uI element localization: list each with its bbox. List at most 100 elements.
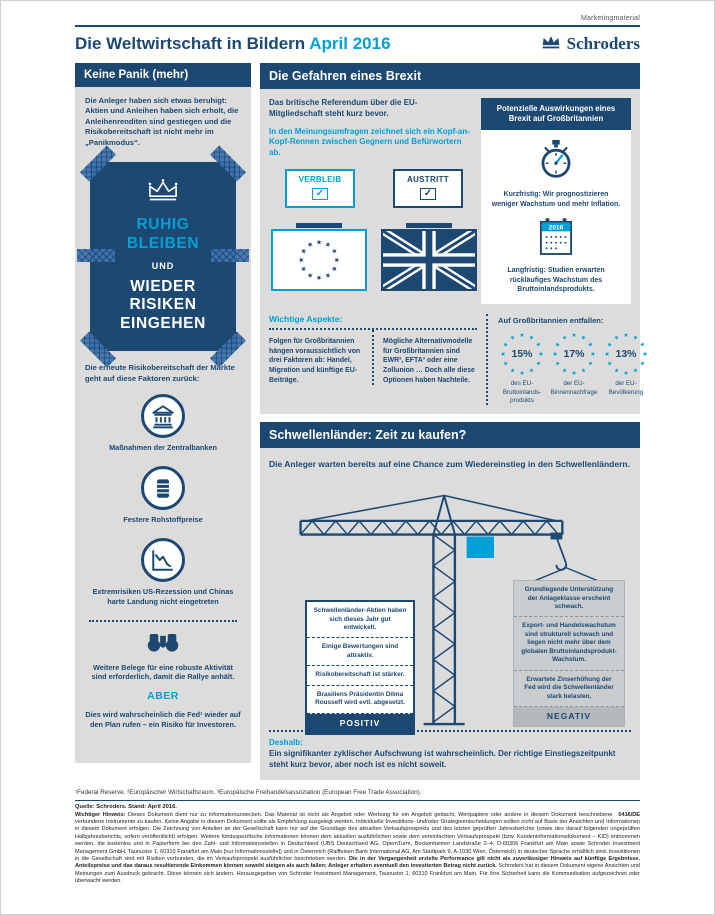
eu-stars-icon: ★★★★★★★★★★★★ [501,333,543,376]
brexit-panel: Das britische Referendum über die EU-Mit… [260,89,647,414]
factor-label: Maßnahmen der Zentralbanken [109,443,217,453]
negative-item: Export- und Handelswachstum sind struktu… [514,617,624,671]
brexit-intro-1: Das britische Referendum über die EU-Mit… [269,98,418,118]
crane-icon [299,494,600,726]
eu-ballot-box: ★★★★★★★★★★★★ [271,228,367,291]
check-icon: ✓ [420,187,436,200]
fed-risk-text: Dies wird wahrscheinlich die Fed¹ wieder… [85,710,241,730]
commodities-icon [141,466,185,511]
conclusion-text: Ein signifikanter zyklischer Aufschwung … [269,749,616,769]
stat-gdp: ★★★★★★★★★★★★ 15% des EU-Bruttoinlands­pr… [498,332,546,404]
uk-ballot-box [381,228,477,291]
page-title-main: Die Weltwirtschaft in Bildern [75,34,306,53]
ballot-slot [406,222,452,228]
eu-stars-icon: ★★★★★★★★★★★★ [605,333,647,376]
negativ-sign: Grundlegende Unterstützung der Anlagekla… [513,580,625,728]
disclaimer-text: Schroders hat in diesem Dokument eigene … [75,863,641,885]
aspect-alternatives: Mögliche Alternativmodelle für Großbrita… [383,338,475,384]
eu-stars-icon: ★★★★★★★★★★★★ [298,239,340,281]
ballot-leave-label: AUSTRITT [407,174,449,184]
impact-panel-header: Potenzielle Auswirkungen eines Brexit au… [481,98,631,131]
stat-label: der EU-Bevölkerung [608,380,644,396]
aspect-factors: Folgen für Großbritannien hängen vorauss… [269,330,374,386]
section-brexit: Die Gefahren eines Brexit Das britische … [260,63,647,414]
negative-item: Erwartete Zinserhöhung der Fed wird die … [514,671,624,708]
footnotes: ¹Federal Reserve. ²Europäischer Wirtscha… [75,788,422,796]
divider [89,619,237,622]
aber-label: ABER [147,690,179,703]
schroders-logo: Schroders [540,34,640,54]
section-emerging-markets: Schwellenländer: Zeit zu kaufen? Die Anl… [260,421,640,780]
crane-illustration: Schwellenländer-Aktien haben sich dieses… [269,474,631,735]
factor-tail-risks: Extremrisiken US-Rezession und Chinas ha… [85,537,241,607]
source-line: Quelle: Schroders. Stand: April 2016. [75,803,177,810]
keine-panik-header: Keine Panik (mehr) [75,63,251,87]
crown-icon [98,178,228,208]
central-bank-icon [141,394,185,439]
negativ-label: NEGATIV [514,707,624,727]
panic-intro-text: Die Anleger haben sich etwas beruhigt: A… [85,96,239,147]
disclaimer-bold: Die in der Vergangenheit erzielte Perfor… [75,855,640,870]
ballot-illustration: VERBLEIB ✓ AUSTRITT ✓ [269,168,481,293]
tape-icon [79,145,117,182]
disclaimer-label: Wichtiger Hinweis: [75,811,126,818]
marketing-label: Marketingmaterial [580,15,640,22]
keine-panik-panel: Die Anleger haben sich etwas beruhigt: A… [75,87,251,763]
footer-rule [75,799,640,801]
positive-item: Einige Bewertungen sind attraktiv. [307,638,413,667]
eu-stars-icon: ★★★★★★★★★★★★ [553,333,595,376]
positive-item: Brasiliens Präsidentin Dilma Rousseff wi… [307,686,413,714]
emerging-header: Schwellenländer: Zeit zu kaufen? [260,421,640,448]
positive-item: Schwellenländer-Aktien haben sich dieses… [307,602,413,639]
stopwatch-icon [539,140,573,184]
poster-connector: UND [151,260,175,271]
poster-line: WIEDER [130,277,196,295]
stat-demand: ★★★★★★★★★★★★ 17% der EU-Binnennachfrage [550,332,598,404]
factor-commodities: Festere Rohstoffpreise [85,466,241,525]
outlook-text: Weitere Belege für eine robuste Aktivitä… [91,662,235,682]
disclaimer: 0416/DE Wichtiger Hinweis: Dieses Dokume… [75,812,640,886]
poster-line: BLEIBEN [126,234,200,252]
page-title: Die Weltwirtschaft in Bildern April 2016 [75,34,391,54]
negative-item: Grundlegende Unterstützung der Anlagekla… [514,581,624,618]
factor-label: Festere Rohstoffpreise [123,515,203,525]
check-icon: ✓ [312,187,328,200]
uk-share-stats: Auf Großbritannien entfallen: ★★★★★★★★★★… [486,314,650,405]
section-keine-panik: Keine Panik (mehr) Die Anleger haben sic… [75,63,251,763]
poster-line: RISIKEN [129,296,197,314]
footer: ¹Federal Reserve. ²Europäischer Wirtscha… [75,789,640,886]
aspects-title: Wichtige Aspekte: [269,314,477,331]
tape-icon [209,145,247,182]
factors-intro: Die erneute Risikobereitschaft der Märkt… [85,363,235,383]
impact-short-term: Kurzfristig: Wir prognostizieren weniger… [491,191,621,208]
ballot-slot [296,222,342,228]
factor-central-banks: Maßnahmen der Zentralbanken [85,394,241,453]
svg-text:2016: 2016 [549,225,564,232]
crown-icon [540,34,562,54]
stat-label: der EU-Binnennachfrage [550,380,598,396]
stat-label: des EU-Bruttoinlands­produkts [502,380,542,404]
ballot-remain: VERBLEIB ✓ [285,168,355,208]
positive-item: Risikobereitschaft ist stärker. [307,666,413,686]
brexit-header: Die Gefahren eines Brexit [260,63,640,89]
chart-down-icon [141,537,185,582]
calendar-icon: 2016 [539,218,573,260]
emerging-intro: Die Anleger warten bereits auf eine Chan… [269,458,630,469]
therefore-label: Deshalb: [269,738,303,748]
stat-value: 17% [563,348,585,361]
stat-population: ★★★★★★★★★★★★ 13% der EU-Bevölkerung [602,332,650,404]
impact-panel: Potenzielle Auswirkungen eines Brexit au… [481,98,631,305]
emerging-panel: Die Anleger warten bereits auf eine Chan… [260,447,640,780]
brexit-intro-2: In den Meinungsumfragen zeichnet sich ei… [269,126,470,158]
poster-line: EINGEHEN [120,314,206,332]
page-header: Die Weltwirtschaft in Bildern April 2016… [75,27,640,63]
keep-calm-poster: RUHIG BLEIBEN UND WIEDER RISIKEN EINGEHE… [77,145,249,368]
tape-icon [77,249,115,263]
stat-value: 13% [615,348,637,361]
page-title-accent: April 2016 [309,34,391,53]
binoculars-icon [85,632,241,658]
tape-icon [211,249,249,263]
top-rule [75,25,640,27]
ballot-remain-label: VERBLEIB [298,174,342,184]
